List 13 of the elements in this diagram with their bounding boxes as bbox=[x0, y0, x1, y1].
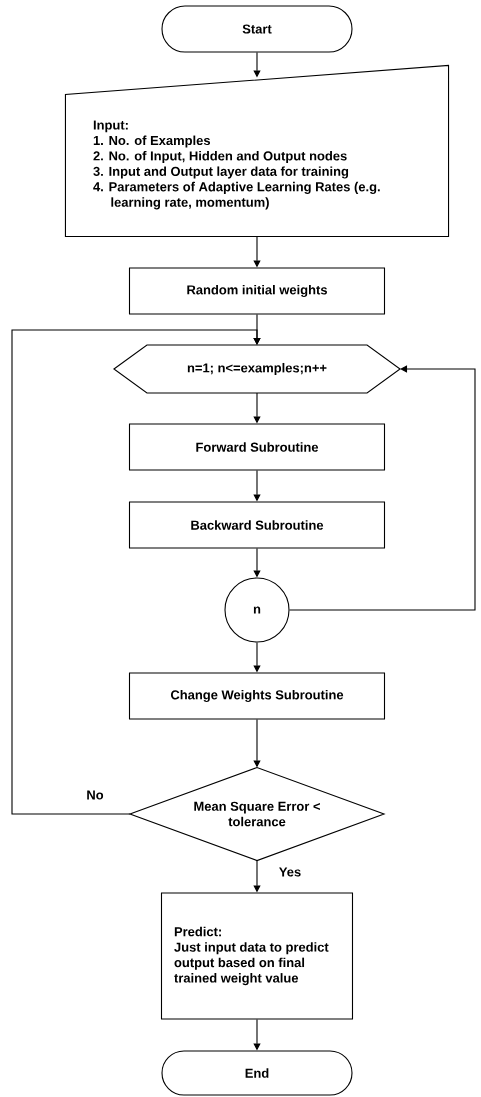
edge-label: No bbox=[85, 789, 105, 801]
loop-hexagon: n=1; n<=examples;n++ bbox=[113, 344, 401, 394]
input-box: Input: 1. No. of Examples 2. No. of Input, Hidden and Output nodes 3. Input and Output layer data for training 4. Parameters of Adaptive Learning Rates (e.g. learning rate, momentum) bbox=[64, 64, 450, 238]
process-box: Forward Subroutine bbox=[128, 423, 386, 471]
process-box: Backward Subroutine bbox=[128, 501, 386, 549]
start-terminal: Start bbox=[161, 5, 353, 53]
arrow bbox=[289, 365, 476, 611]
end-terminal: End bbox=[161, 1050, 353, 1096]
process-box: Predict: Just input data to predict output based on final trained weight value bbox=[160, 892, 354, 1020]
process-box: Change Weights Subroutine bbox=[128, 672, 386, 720]
arrow bbox=[11, 329, 261, 815]
process-box: Random initial weights bbox=[128, 267, 386, 315]
edge-label: Yes bbox=[277, 866, 303, 878]
